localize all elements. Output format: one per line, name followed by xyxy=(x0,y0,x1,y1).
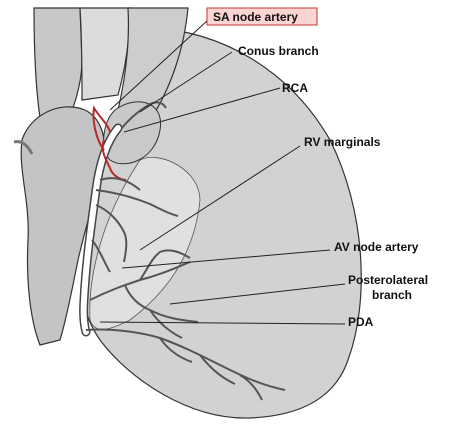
pda-label: PDA xyxy=(348,315,374,329)
atrial-appendage xyxy=(103,101,161,165)
leader-posterolateral-branch xyxy=(169,283,346,305)
rv-marginals-label: RV marginals xyxy=(304,135,381,149)
posterior-branches xyxy=(85,249,286,401)
right-atrium xyxy=(20,106,106,346)
leader-av-node-artery xyxy=(121,249,331,269)
right-ventricle-surface xyxy=(89,157,201,330)
av-node-artery-label: AV node artery xyxy=(334,240,419,254)
leader-rv-marginals xyxy=(139,145,301,251)
great-vessel-left xyxy=(33,7,83,119)
rca-label: RCA xyxy=(282,81,308,95)
conus-branch xyxy=(121,101,167,129)
conus-branch-label: Conus branch xyxy=(238,44,319,58)
leader-lines xyxy=(99,19,346,325)
posterolateral-label-line2: branch xyxy=(372,288,412,302)
leader-rca xyxy=(123,87,281,133)
sa-node-artery-label-box xyxy=(206,7,318,26)
vein-stub xyxy=(13,140,34,155)
sa-node-artery-label: SA node artery xyxy=(213,10,298,24)
leader-conus-branch xyxy=(139,51,233,113)
rv-marginal-branches xyxy=(91,177,179,273)
leader-sa-node-artery xyxy=(109,19,209,111)
posterolateral-label-line1: Posterolateral xyxy=(348,273,428,287)
leader-pda xyxy=(99,321,346,325)
